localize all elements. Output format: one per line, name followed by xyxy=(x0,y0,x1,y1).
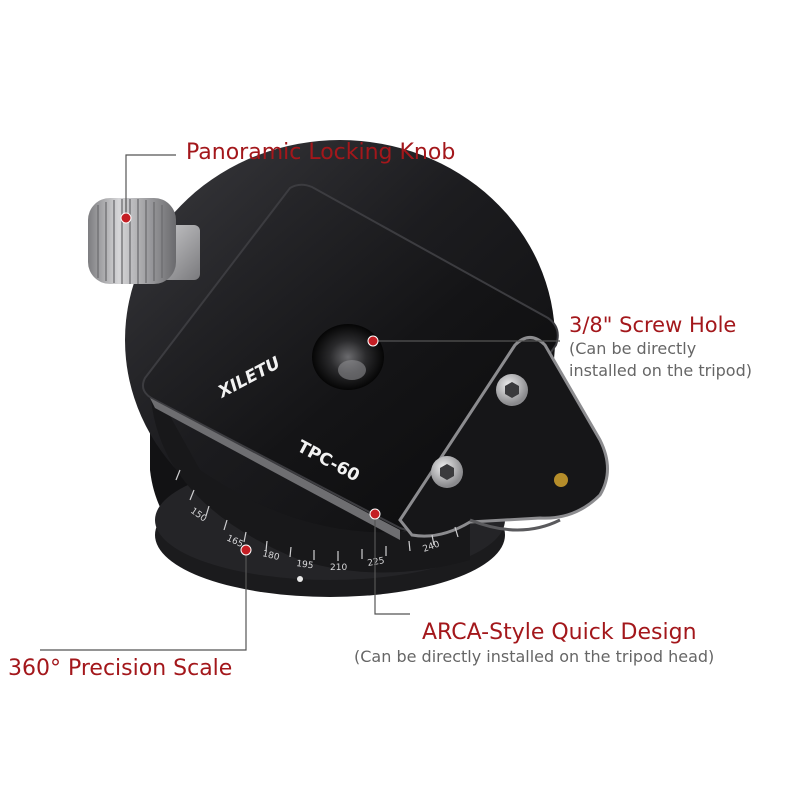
scale-mark-225: 225 xyxy=(367,556,386,569)
leader-lines xyxy=(40,154,560,651)
callout-screw-hole: 3/8" Screw Hole (Can be directly install… xyxy=(569,312,752,382)
marker-knob xyxy=(120,212,132,224)
leader-arca xyxy=(374,514,410,615)
callout-title-scale: 360° Precision Scale xyxy=(8,656,233,681)
callout-title-knob: Panoramic Locking Knob xyxy=(186,140,456,165)
scale-mark-210: 210 xyxy=(330,563,347,573)
callout-title-arca: ARCA-Style Quick Design xyxy=(422,620,697,645)
body-skirt xyxy=(150,380,470,573)
locking-knob xyxy=(88,198,176,284)
callout-precision-scale: 360° Precision Scale xyxy=(8,656,232,682)
leader-knob xyxy=(125,154,176,218)
scale-ticks xyxy=(175,469,459,561)
callout-title-screw-hole: 3/8" Screw Hole xyxy=(569,313,737,337)
scale-mark-180: 180 xyxy=(261,549,280,563)
stopper-pin xyxy=(554,473,568,487)
leader-scale xyxy=(40,550,247,651)
callout-locking-knob: Panoramic Locking Knob xyxy=(186,140,455,166)
callout-markers xyxy=(120,212,381,556)
callout-arca: ARCA-Style Quick Design (Can be directly… xyxy=(354,620,714,668)
scale-mark-195: 195 xyxy=(296,559,314,571)
plate-edge xyxy=(150,398,400,540)
screw-hole xyxy=(312,324,384,390)
marker-scale xyxy=(240,544,252,556)
marker-arca xyxy=(369,508,381,520)
marker-screw-hole xyxy=(367,335,379,347)
callout-note-screw-hole-2: installed on the tripod) xyxy=(569,361,752,380)
callout-note-screw-hole-1: (Can be directly xyxy=(569,339,697,358)
callout-note-arca: (Can be directly installed on the tripod… xyxy=(354,647,715,666)
